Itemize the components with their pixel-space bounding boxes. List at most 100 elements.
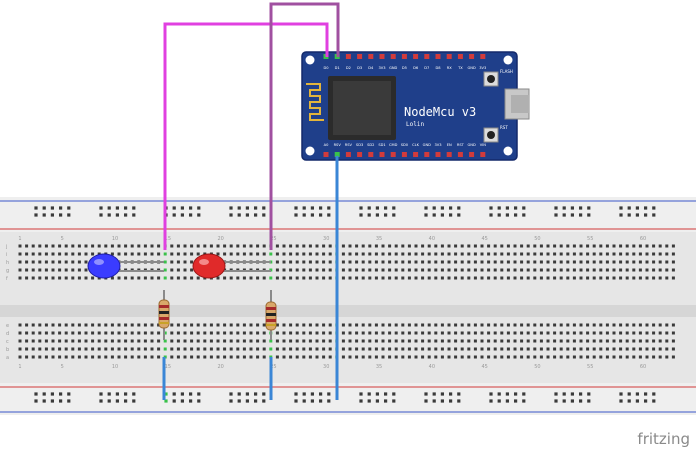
strip-hole <box>487 260 491 264</box>
strip-hole <box>84 355 88 359</box>
strip-hole <box>44 268 48 272</box>
strip-hole <box>348 276 352 280</box>
strip-hole <box>612 347 616 351</box>
rail-hole <box>587 213 591 217</box>
strip-hole <box>97 347 101 351</box>
strip-hole <box>480 347 484 351</box>
strip-hole <box>434 355 438 359</box>
strip-hole <box>421 339 425 343</box>
rail-hole <box>229 399 233 403</box>
strip-hole <box>454 331 458 335</box>
strip-hole <box>322 323 326 327</box>
rail-hole <box>294 206 298 210</box>
strip-hole <box>223 323 227 327</box>
strip-hole <box>64 331 68 335</box>
rail-hole <box>124 392 128 396</box>
rail-hole <box>59 399 63 403</box>
strip-hole <box>586 244 590 248</box>
strip-hole <box>302 260 306 264</box>
strip-hole <box>44 347 48 351</box>
strip-hole <box>493 331 497 335</box>
strip-hole <box>203 339 207 343</box>
strip-hole <box>308 244 312 248</box>
rail-hole <box>424 213 428 217</box>
strip-hole <box>190 323 194 327</box>
pin-label: D6 <box>413 66 419 70</box>
strip-hole <box>473 323 477 327</box>
strip-hole <box>209 339 213 343</box>
rail-hole <box>115 206 119 210</box>
column-number: 15 <box>165 236 171 242</box>
column-number: 15 <box>165 364 171 370</box>
strip-hole <box>480 252 484 256</box>
rail-hole <box>497 399 501 403</box>
strip-hole <box>31 331 35 335</box>
strip-hole <box>31 323 35 327</box>
strip-hole <box>223 244 227 248</box>
pin-label: VIN <box>480 143 487 147</box>
strip-hole <box>328 331 332 335</box>
strip-hole <box>91 331 95 335</box>
strip-hole <box>638 339 642 343</box>
strip-hole <box>31 339 35 343</box>
strip-hole <box>619 347 623 351</box>
rail-hole <box>522 213 526 217</box>
strip-hole <box>77 347 81 351</box>
resistor-2-band <box>266 324 276 326</box>
rail-hole <box>554 392 558 396</box>
board-pin <box>368 54 374 59</box>
strip-hole <box>658 244 662 248</box>
strip-hole <box>361 268 365 272</box>
board-pin <box>357 152 363 157</box>
rail-hole <box>254 399 258 403</box>
column-number: 10 <box>112 364 118 370</box>
strip-hole <box>183 252 187 256</box>
strip-hole <box>447 268 451 272</box>
strip-hole <box>665 244 669 248</box>
strip-hole <box>348 244 352 248</box>
strip-hole <box>394 355 398 359</box>
strip-hole <box>612 331 616 335</box>
strip-hole <box>229 331 233 335</box>
strip-hole <box>302 244 306 248</box>
strip-hole <box>117 347 121 351</box>
strip-hole <box>520 260 524 264</box>
strip-hole <box>625 347 629 351</box>
strip-hole <box>572 347 576 351</box>
strip-hole <box>355 244 359 248</box>
strip-hole <box>625 244 629 248</box>
strip-hole <box>77 331 81 335</box>
strip-hole <box>38 268 42 272</box>
strip-hole <box>493 347 497 351</box>
strip-hole <box>493 244 497 248</box>
strip-hole <box>473 268 477 272</box>
pin-label: CMD <box>389 143 398 147</box>
strip-hole <box>130 323 134 327</box>
strip-hole <box>513 252 517 256</box>
strip-hole <box>84 260 88 264</box>
rail-hole <box>180 206 184 210</box>
strip-hole <box>355 339 359 343</box>
pin-label: D2 <box>346 66 351 70</box>
resistor-2-band <box>266 307 276 310</box>
strip-hole <box>447 323 451 327</box>
strip-hole <box>500 244 504 248</box>
strip-hole <box>658 347 662 351</box>
strip-hole <box>454 260 458 264</box>
strip-hole <box>533 347 537 351</box>
rail-hole <box>107 399 111 403</box>
strip-hole <box>44 244 48 248</box>
rail-hole <box>180 392 184 396</box>
strip-hole <box>236 276 240 280</box>
rail-hole <box>505 399 509 403</box>
strip-hole <box>434 244 438 248</box>
row-letter: e <box>6 323 9 329</box>
strip-hole <box>25 260 29 264</box>
rail-hole <box>310 392 314 396</box>
rail-hole <box>164 392 168 396</box>
strip-hole <box>493 323 497 327</box>
strip-hole <box>130 252 134 256</box>
strip-hole <box>632 323 636 327</box>
pin-label: SD3 <box>356 143 363 147</box>
strip-hole <box>454 323 458 327</box>
